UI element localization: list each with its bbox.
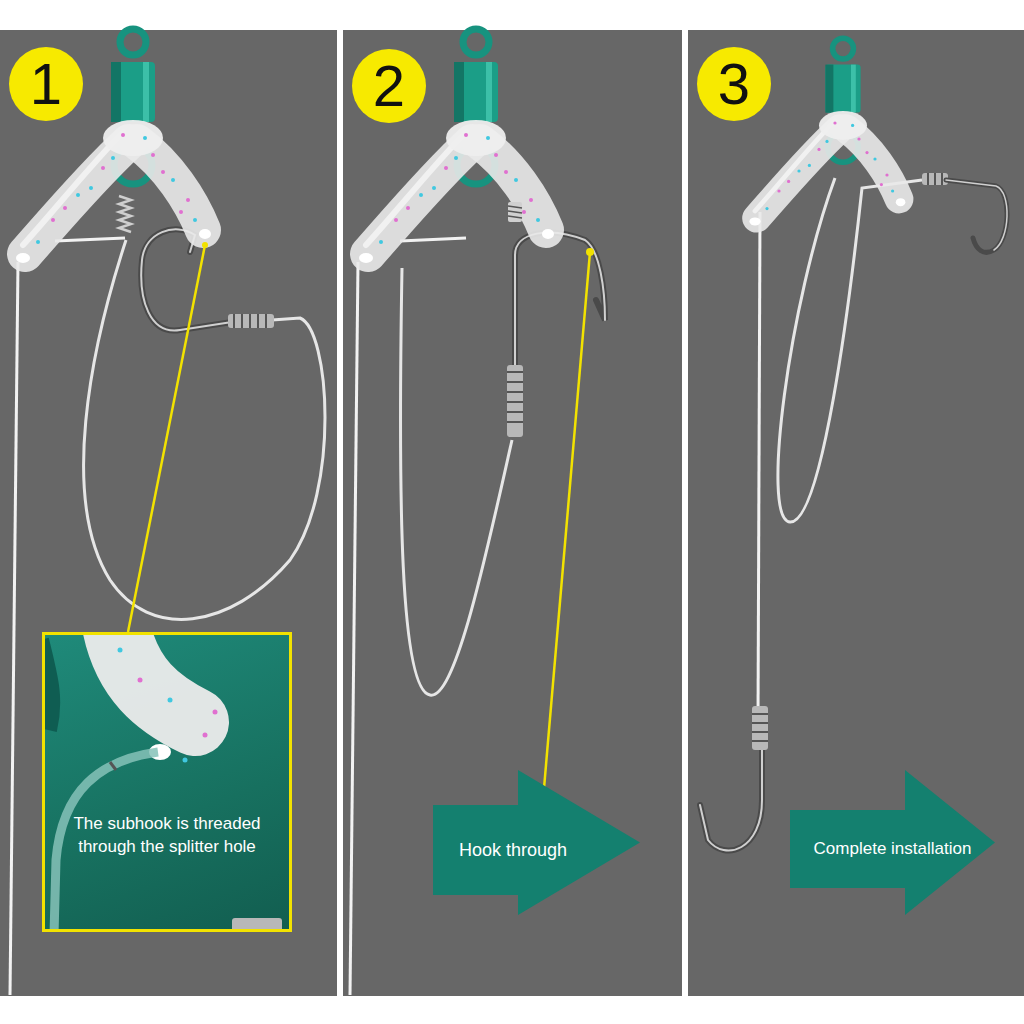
- crimp-stripes: [752, 714, 768, 741]
- hook-highlight: [141, 229, 232, 330]
- panel: [688, 30, 1024, 996]
- crimp: [507, 365, 523, 437]
- arrow-shape: [790, 770, 995, 915]
- screw: [508, 202, 522, 222]
- leader-line: [400, 268, 512, 695]
- arrow-label: Hook through: [433, 805, 593, 895]
- main-line: [10, 262, 18, 995]
- leader-line: [128, 245, 205, 632]
- hook-highlight: [515, 233, 605, 400]
- hook: [515, 233, 605, 400]
- number-badge: [697, 47, 771, 121]
- leader-dot: [586, 248, 594, 256]
- zoom-splitter-hole: [149, 744, 171, 760]
- direction-arrow: Complete installation: [790, 770, 995, 915]
- callout-inset: The subhook is threaded through the spli…: [42, 632, 292, 932]
- panel: [0, 30, 337, 996]
- screw-thread: [508, 206, 522, 218]
- leader-dot: [202, 242, 208, 248]
- dot: [183, 758, 188, 763]
- hook-highlight: [946, 180, 1007, 250]
- panel: [343, 30, 682, 996]
- step-number-text: 3: [696, 46, 772, 122]
- hook: [700, 745, 762, 851]
- hook: [141, 229, 232, 330]
- zoom-barb: [110, 762, 116, 770]
- hook: [946, 180, 1007, 252]
- step-number: 2: [351, 48, 427, 124]
- leader-line: [543, 252, 590, 800]
- dot: [168, 698, 173, 703]
- dot: [138, 678, 143, 683]
- line: [400, 238, 466, 241]
- zoom-view: [45, 635, 282, 929]
- crimp: [228, 314, 274, 328]
- leader-line: [84, 240, 325, 619]
- step-number-text: 1: [8, 46, 84, 122]
- zoom-hook: [54, 752, 158, 929]
- crimp-stripes: [234, 314, 266, 328]
- dot: [213, 710, 218, 715]
- crimp: [752, 706, 768, 750]
- swivel-splitter: [749, 38, 905, 225]
- zoom-ring: [45, 640, 51, 730]
- step-number-text: 2: [351, 48, 427, 124]
- leader-line: [778, 178, 922, 522]
- dot: [203, 733, 208, 738]
- spring: [119, 196, 131, 232]
- crimp-stripes: [507, 372, 523, 422]
- step-number: 1: [8, 46, 84, 122]
- main-line: [758, 212, 760, 720]
- arrow-shape: [433, 770, 640, 915]
- zoom-splitter-arm: [115, 635, 195, 722]
- step-number: 3: [696, 46, 772, 122]
- line: [55, 238, 125, 241]
- crimp-stripes: [928, 173, 942, 185]
- number-badge: [9, 47, 83, 121]
- arrow-label: Complete installation: [790, 810, 995, 888]
- callout-text: The subhook is threaded through the spli…: [45, 812, 289, 858]
- hook-highlight: [700, 745, 762, 851]
- dot: [118, 648, 123, 653]
- number-badge: [352, 49, 426, 123]
- direction-arrow: Hook through: [433, 770, 640, 915]
- main-line: [350, 262, 358, 995]
- zoom-crimp: [232, 918, 282, 929]
